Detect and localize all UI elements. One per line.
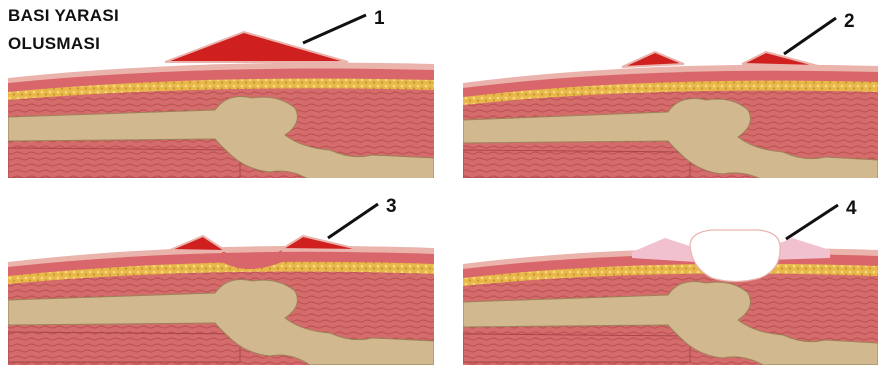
wound-area-right xyxy=(282,236,362,250)
leader-line-3 xyxy=(328,204,378,238)
stage-label-3: 3 xyxy=(386,196,397,217)
stage-label-1: 1 xyxy=(374,8,385,29)
leader-line-2 xyxy=(784,18,836,54)
panel-3 xyxy=(8,236,434,365)
panel-4 xyxy=(463,230,878,365)
leader-line-1 xyxy=(303,15,366,43)
leader-line-4 xyxy=(786,205,838,239)
muscle-lower-layer xyxy=(8,332,240,362)
muscle-lower-layer xyxy=(8,148,240,178)
wound-area-left xyxy=(622,52,684,67)
stage-label-2: 2 xyxy=(844,11,855,32)
stage-label-4: 4 xyxy=(846,198,857,219)
wound-edge-left xyxy=(632,238,696,262)
wound-area-left xyxy=(170,236,226,251)
wound-area-right xyxy=(742,52,818,66)
panel-1 xyxy=(8,32,434,180)
panel-2 xyxy=(463,52,878,180)
muscle-lower-layer xyxy=(463,334,690,362)
muscle-lower-layer xyxy=(463,150,690,178)
